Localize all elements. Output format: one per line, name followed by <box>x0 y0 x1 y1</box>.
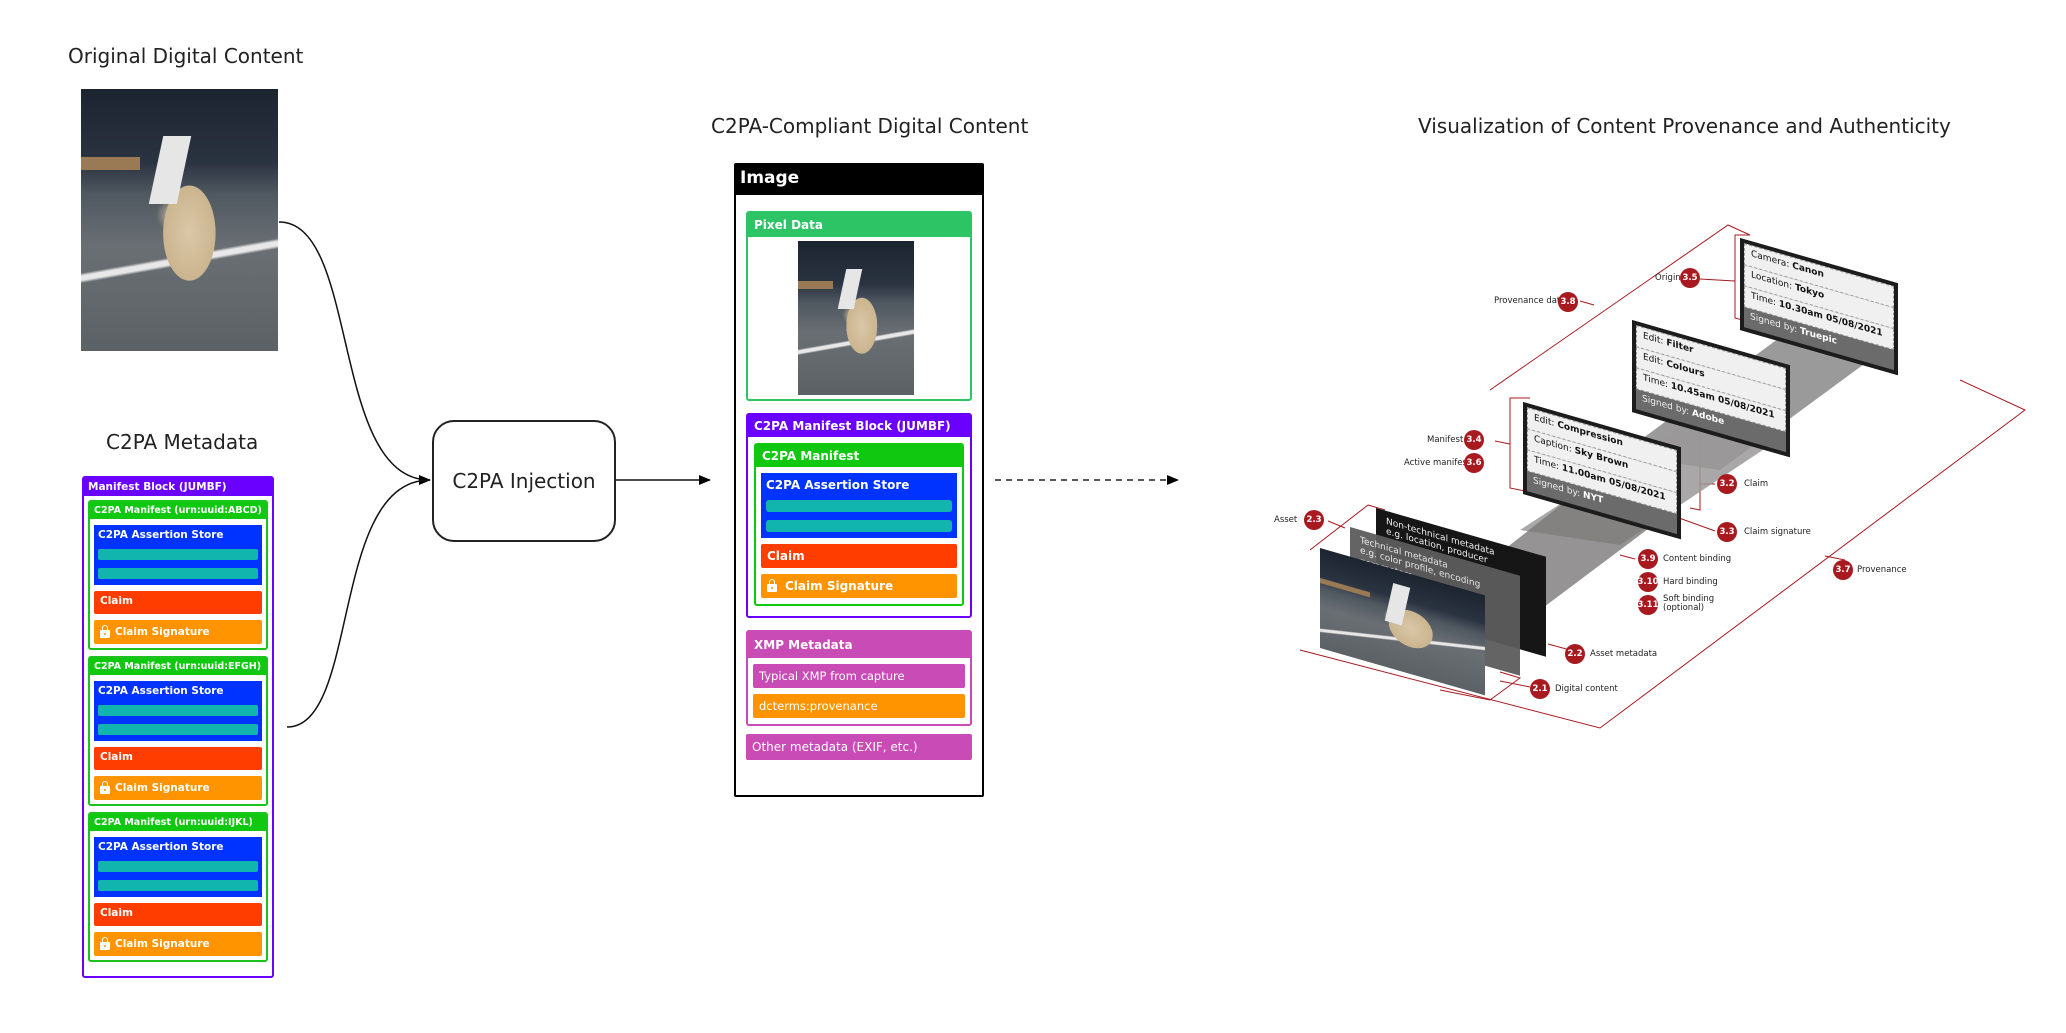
callout-badge-3-10: 3.10 <box>1638 572 1659 592</box>
callout-label-content-binding: Content binding <box>1663 554 1732 564</box>
claim-signature-label: Claim Signature <box>115 938 210 950</box>
claim: Claim <box>761 544 957 568</box>
assertion-store-title: C2PA Assertion Store <box>98 529 224 541</box>
assertion-store-title: C2PA Assertion Store <box>766 478 910 492</box>
callout-badge-2-1: 2.1 <box>1530 679 1550 699</box>
manifest-block-jumbf: Manifest Block (JUMBF) C2PA Manifest (ur… <box>82 476 274 978</box>
xmp-metadata-title: XMP Metadata <box>748 632 970 658</box>
assertion-bar <box>766 500 952 512</box>
callout-label-origin: Origin <box>1655 273 1681 283</box>
xmp-metadata-block: XMP Metadata Typical XMP from capture dc… <box>746 630 972 726</box>
claim-signature: Claim Signature <box>94 776 262 800</box>
digital-content-bracket <box>1439 671 1522 701</box>
lock-icon <box>100 937 110 950</box>
provenance-plane <box>1299 224 2026 729</box>
manifest-title: C2PA Manifest (urn:uuid:ABCD) <box>90 502 266 519</box>
callout-badge-3-7: 3.7 <box>1833 560 1853 580</box>
photo-to-injection-curve <box>278 221 431 485</box>
pixel-data-block: Pixel Data <box>746 211 972 401</box>
callout-badge-2-2: 2.2 <box>1565 644 1585 664</box>
assertion-bar <box>98 724 258 735</box>
callout-label-asset-metadata: Asset metadata <box>1590 649 1658 659</box>
manifest-title: C2PA Manifest (urn:uuid:IJKL) <box>90 814 266 831</box>
image-container: Image Pixel Data C2PA Manifest Block (JU… <box>734 163 984 797</box>
callout-badge-3-5: 3.5 <box>1680 268 1700 288</box>
assertion-bar <box>98 861 258 872</box>
claim: Claim <box>94 747 262 770</box>
callout-badge-3-6: 3.6 <box>1464 453 1484 473</box>
xmp-item-provenance: dcterms:provenance <box>753 694 965 718</box>
lock-icon <box>100 781 110 794</box>
callout-badge-3-2: 3.2 <box>1717 474 1737 494</box>
image-title: Image <box>736 165 982 195</box>
manifest-block-title: Manifest Block (JUMBF) <box>84 478 272 496</box>
c2pa-manifest: C2PA Manifest C2PA Assertion Store Claim… <box>754 443 964 606</box>
assertion-bar <box>98 705 258 716</box>
callout-label-provenance-data: Provenance data <box>1494 296 1566 306</box>
claim: Claim <box>94 591 262 614</box>
assertion-store: C2PA Assertion Store <box>94 525 262 585</box>
c2pa-injection-box: C2PA Injection <box>432 420 616 542</box>
pixel-data-title: Pixel Data <box>748 213 970 237</box>
other-metadata: Other metadata (EXIF, etc.) <box>746 734 972 760</box>
callout-label-asset: Asset <box>1274 515 1298 525</box>
claim-signature-label: Claim Signature <box>785 579 894 593</box>
visualization-title: Visualization of Content Provenance and … <box>1418 114 1951 138</box>
callout-badge-3-9: 3.9 <box>1638 549 1658 569</box>
assertion-bar <box>98 549 258 560</box>
c2pa-manifest-title: C2PA Manifest <box>756 445 962 467</box>
assertion-store: C2PA Assertion Store <box>761 473 957 538</box>
pixel-data-photo <box>798 241 914 395</box>
assertion-store-title: C2PA Assertion Store <box>98 841 224 853</box>
callout-badge-3-3: 3.3 <box>1717 522 1737 542</box>
original-content-title: Original Digital Content <box>68 44 304 68</box>
compliant-content-title: C2PA-Compliant Digital Content <box>711 114 1029 138</box>
jumbf-title: C2PA Manifest Block (JUMBF) <box>748 415 970 437</box>
metadata-to-injection-curve <box>286 479 431 728</box>
claim: Claim <box>94 903 262 926</box>
callout-label-claim-signature: Claim signature <box>1744 527 1811 537</box>
callout-badge-2-3: 2.3 <box>1304 510 1324 530</box>
c2pa-manifest-ijkl: C2PA Manifest (urn:uuid:IJKL) C2PA Asser… <box>88 812 268 962</box>
callout-badge-3-4: 3.4 <box>1464 430 1484 450</box>
lock-icon <box>100 625 110 638</box>
callout-label-claim: Claim <box>1744 479 1769 489</box>
claim-signature-label: Claim Signature <box>115 626 210 638</box>
jumbf-block: C2PA Manifest Block (JUMBF) C2PA Manifes… <box>746 413 972 618</box>
callout-label-soft-binding: Soft binding (optional) <box>1663 594 1715 614</box>
claim-signature-label: Claim Signature <box>115 782 210 794</box>
callout-label-digital-content: Digital content <box>1555 684 1618 694</box>
assertion-bar <box>766 520 952 532</box>
manifest-bracket <box>1509 397 1531 493</box>
callout-badge-3-8: 3.8 <box>1558 292 1578 312</box>
callout-label-hard-binding: Hard binding <box>1663 577 1718 587</box>
claim-signature: Claim Signature <box>94 620 262 644</box>
lock-icon <box>767 579 777 592</box>
c2pa-manifest-efgh: C2PA Manifest (urn:uuid:EFGH) C2PA Asser… <box>88 656 268 806</box>
callout-label-active-manifest: Active manifest <box>1404 458 1471 468</box>
original-photo <box>81 89 278 351</box>
c2pa-injection-label: C2PA Injection <box>452 469 596 493</box>
callout-label-manifest: Manifest <box>1427 435 1464 445</box>
c2pa-metadata-title: C2PA Metadata <box>106 430 259 454</box>
assertion-store-title: C2PA Assertion Store <box>98 685 224 697</box>
c2pa-manifest-abcd: C2PA Manifest (urn:uuid:ABCD) C2PA Asser… <box>88 500 268 650</box>
callout-badge-3-11: 3.11 <box>1638 595 1659 615</box>
claim-signature: Claim Signature <box>761 574 957 598</box>
xmp-item-typical: Typical XMP from capture <box>753 664 965 688</box>
assertion-store: C2PA Assertion Store <box>94 837 262 897</box>
callout-label-provenance: Provenance <box>1857 565 1907 575</box>
assertion-bar <box>98 880 258 891</box>
assertion-bar <box>98 568 258 579</box>
manifest-title: C2PA Manifest (urn:uuid:EFGH) <box>90 658 266 675</box>
claim-signature: Claim Signature <box>94 932 262 956</box>
assertion-store: C2PA Assertion Store <box>94 681 262 741</box>
